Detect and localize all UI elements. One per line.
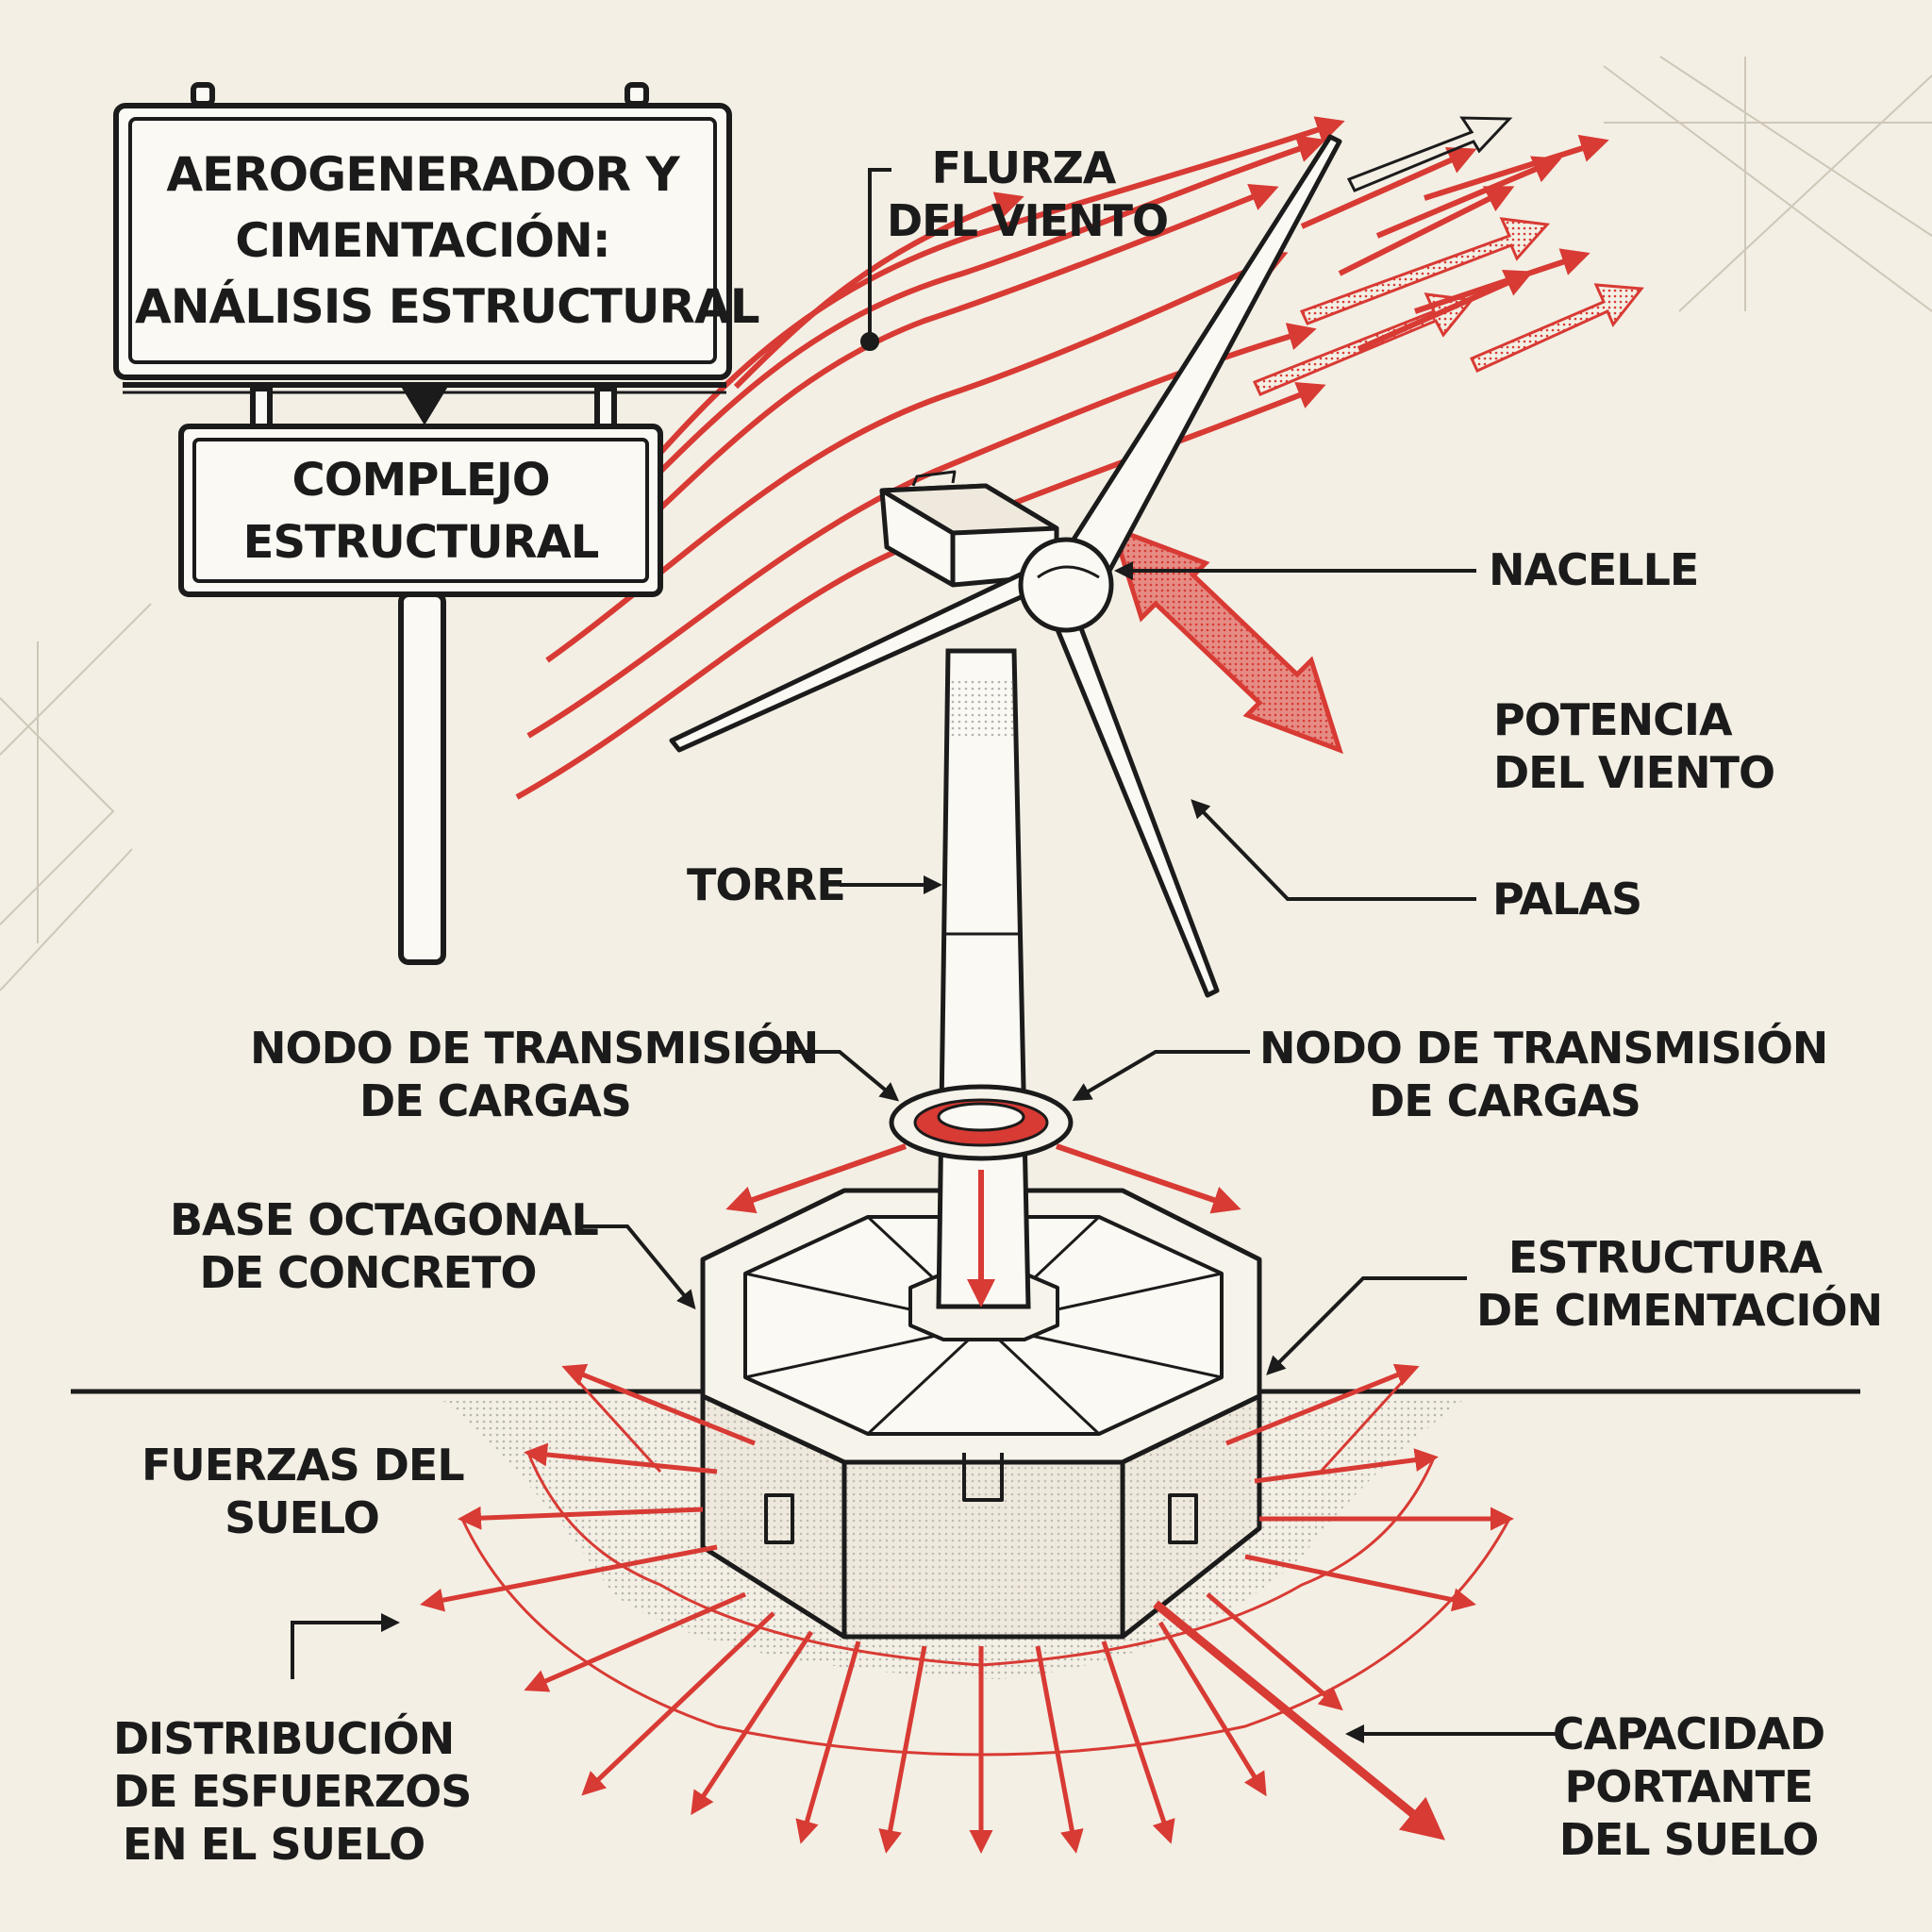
subtitle-sign-text: COMPLEJO ESTRUCTURAL bbox=[194, 449, 647, 574]
label-wind-force: FLURZA DEL VIENTO bbox=[887, 142, 1169, 246]
load-node-arrows bbox=[725, 1143, 1241, 1307]
rotor-blades bbox=[669, 134, 1342, 998]
label-stress-distribution: DISTRIBUCIÓN DE ESFUERZOS EN EL SUELO bbox=[113, 1713, 472, 1870]
title-line-1: AEROGENERADOR Y bbox=[166, 147, 679, 202]
label-nacelle: NACELLE bbox=[1489, 544, 1699, 595]
soil-stress-web bbox=[460, 1366, 1511, 1757]
label-load-node-right: NODO DE TRANSMISIÓN DE CARGAS bbox=[1259, 1023, 1828, 1126]
wind-arrow-bands bbox=[1252, 116, 1644, 396]
leader-lines bbox=[291, 168, 1561, 1743]
label-foundation-structure: ESTRUCTURA DE CIMENTACIÓN bbox=[1476, 1232, 1883, 1336]
title-sign bbox=[113, 82, 732, 429]
label-bearing-capacity: CAPACIDAD PORTANTE DEL SUELO bbox=[1552, 1708, 1825, 1865]
label-tower: TORRE bbox=[687, 859, 846, 910]
title-sign-text: AEROGENERADOR Y CIMENTACIÓN: ANÁLISIS ES… bbox=[135, 142, 760, 340]
label-octagonal-base: BASE OCTAGONAL DE CONCRETO bbox=[170, 1194, 599, 1298]
title-line-3: ANÁLISIS ESTRUCTURAL bbox=[135, 279, 760, 334]
decorative-grid bbox=[0, 56, 1932, 991]
label-wind-power: POTENCIA DEL VIENTO bbox=[1493, 694, 1775, 798]
subtitle-line-2: ESTRUCTURAL bbox=[242, 516, 600, 569]
label-load-node-left: NODO DE TRANSMISIÓN DE CARGAS bbox=[250, 1023, 819, 1126]
label-blades: PALAS bbox=[1492, 874, 1642, 924]
subtitle-line-1: COMPLEJO bbox=[291, 454, 550, 507]
load-node-ring bbox=[889, 1084, 1074, 1161]
octagonal-foundation bbox=[700, 1188, 1262, 1640]
subtitle-sign bbox=[178, 424, 663, 965]
title-line-2: CIMENTACIÓN: bbox=[235, 213, 611, 268]
hub bbox=[1018, 537, 1114, 633]
wind-power-double-arrow bbox=[1109, 524, 1343, 755]
bearing-capacity-arrow bbox=[1153, 1600, 1445, 1840]
label-soil-forces: FUERZAS DEL SUELO bbox=[142, 1440, 465, 1543]
